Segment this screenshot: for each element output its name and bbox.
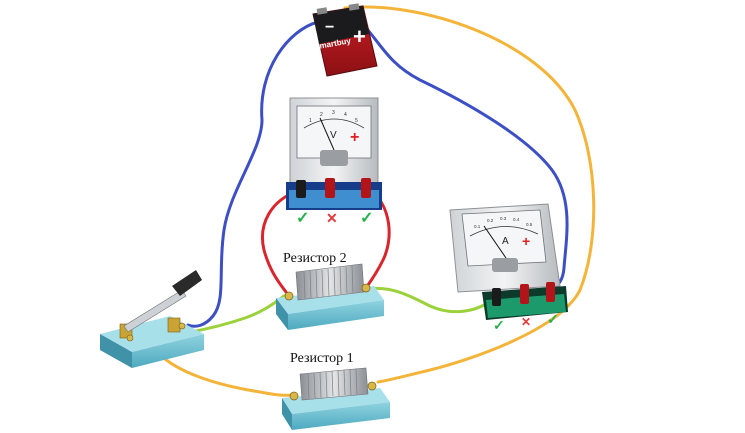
resistor-2-block-side [276,298,288,330]
voltmeter-cross-middle: ✕ [326,210,338,226]
resistor-1-block-front [292,402,390,430]
ammeter-cross-middle: ✕ [521,315,531,329]
voltmeter-tick-1: 1 [309,118,312,124]
ammeter-unit: A [502,236,509,247]
battery-terminal-plus[interactable] [348,3,360,11]
ammeter-tick-1: 0.1 [474,224,481,229]
knife-switch[interactable] [100,270,204,368]
voltmeter-adjust-knob[interactable] [320,150,348,166]
ammeter-terminal-black[interactable] [492,288,501,306]
resistor-1-block-side [282,398,292,430]
resistor-2-label: Резистор 2 [283,251,347,266]
ammeter[interactable]: 0.1 0.2 0.3 0.4 0.5 A + ✓ ✕ ✓ [449,203,568,333]
battery-plus-sign: + [353,24,366,49]
ammeter-dial [461,209,547,267]
resistor-1-label: Резистор 1 [290,351,354,366]
ammeter-check-left: ✓ [493,317,505,333]
ammeter-adjust-knob[interactable] [492,258,518,272]
green-wire-resistor2-ammeter [360,286,494,314]
voltmeter-check-left: ✓ [296,210,309,227]
resistor-2-fins [303,265,354,300]
resistor-2[interactable]: Резистор 2 [276,251,384,330]
red-wire-voltmeter-resistor2-right [364,186,391,290]
switch-terminal-left[interactable] [126,334,134,342]
voltmeter-check-right: ✓ [360,210,373,227]
voltmeter[interactable]: 1 2 3 4 5 V + ✓ ✕ ✓ [286,97,382,227]
ammeter-needle [483,225,507,259]
yellow-wire-battery-ammeter [343,5,596,384]
resistor-1-terminal-right[interactable] [367,381,377,391]
resistor-1[interactable]: Резистор 1 [282,351,390,430]
voltmeter-terminal-red-right[interactable] [361,178,371,198]
voltmeter-needle [319,117,335,151]
ammeter-tick-2: 0.2 [487,218,494,223]
voltmeter-terminal-black[interactable] [296,180,306,198]
switch-base-side [100,334,132,368]
voltmeter-scale-arc [303,118,365,129]
ammeter-tick-4: 0.4 [513,217,520,222]
voltmeter-tick-5: 5 [355,118,358,124]
switch-base-front [132,334,204,368]
voltmeter-terminal-red-middle[interactable] [325,178,335,198]
resistor-2-terminal-right[interactable] [361,283,371,293]
blue-wire-battery-switch [186,20,320,328]
switch-terminal-right[interactable] [178,322,186,330]
wires [126,5,596,397]
blue-wire-battery-ammeter [350,10,569,290]
resistor-2-terminal-left[interactable] [284,291,294,301]
resistor-1-element [299,367,369,401]
red-wire-voltmeter-resistor2-left [261,188,302,294]
battery-minus-sign: − [325,19,334,36]
voltmeter-tick-2: 2 [320,112,323,118]
yellow-wire-switch-resistor1 [148,340,294,397]
resistor-1-terminal-left[interactable] [289,391,299,401]
resistor-2-block-front [288,300,384,330]
resistor-1-fins [307,368,358,400]
ammeter-plus-mark: + [522,233,530,249]
switch-handle[interactable] [172,270,202,296]
ammeter-tick-3: 0.3 [500,216,507,221]
battery-terminal-minus[interactable] [316,7,328,15]
voltmeter-plus-mark: + [350,129,359,146]
ammeter-tick-5: 0.5 [526,222,533,227]
ammeter-terminal-red-right[interactable] [546,282,555,302]
voltmeter-unit: V [330,130,337,141]
switch-blade[interactable] [123,289,187,333]
voltmeter-tick-3: 3 [332,110,335,116]
ammeter-scale-arc [469,226,539,237]
ammeter-check-right: ✓ [547,311,559,327]
switch-contact [167,317,181,333]
voltmeter-base-panel [289,190,379,208]
ammeter-terminal-red-middle[interactable] [520,284,529,304]
voltmeter-tick-4: 4 [344,112,347,118]
battery[interactable]: − + smartbuy [312,3,378,77]
